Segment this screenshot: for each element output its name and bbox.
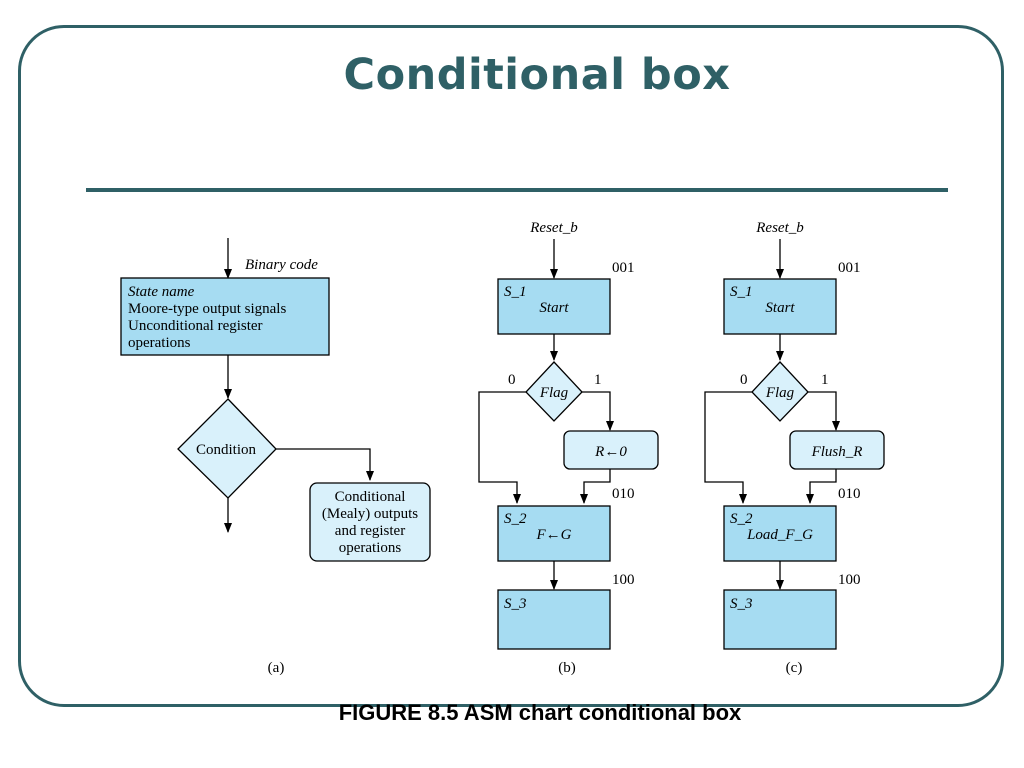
panel-a-label: (a) [268, 660, 285, 676]
state-box-s2 [497, 505, 611, 562]
cond-to-s2-arrow [806, 469, 837, 504]
cond-b-text: R←0 [594, 444, 627, 460]
slide-frame [18, 25, 1004, 707]
branch-1-label: 1 [821, 372, 829, 388]
branch-0-path [704, 391, 752, 504]
asm-chart-svg: Binary code State name Moore-type output… [120, 220, 885, 676]
branch-1-label: 1 [594, 372, 602, 388]
panel-b-label: (b) [558, 660, 576, 676]
condition-text: Condition [196, 442, 257, 458]
s2-output: Load_F_G [746, 527, 813, 543]
panel-c: Reset_b 001 S_1 Start Flag 0 1 Flush_R 0… [704, 220, 885, 676]
cond-to-s2-arrow [580, 469, 611, 504]
panel-a: Binary code State name Moore-type output… [120, 238, 431, 676]
cond-line-2: (Mealy) outputs [322, 506, 418, 522]
cond-line-3: and register [335, 523, 405, 539]
s2-code: 010 [838, 486, 861, 502]
s2-name: S_2 [730, 511, 753, 527]
flag-text: Flag [765, 385, 795, 401]
cond-line-1: Conditional [335, 489, 406, 505]
s1-output: Start [765, 300, 795, 316]
cond-line-4: operations [339, 540, 402, 556]
s1-code: 001 [612, 260, 635, 276]
slide-title: Conditional box [343, 50, 731, 100]
branch-0-label: 0 [740, 372, 748, 388]
branch-0-label: 0 [508, 372, 516, 388]
s1-name: S_1 [730, 284, 753, 300]
s2-name: S_2 [504, 511, 527, 527]
branch-1-path [808, 391, 840, 431]
reset-label: Reset_b [529, 220, 578, 236]
conditional-box [309, 482, 431, 562]
s1-code: 001 [838, 260, 861, 276]
branch-0-path [478, 391, 526, 504]
s2-output: F←G [536, 527, 572, 543]
conditional-box-b [563, 430, 659, 470]
state-register-text: Unconditional register [128, 318, 263, 334]
flag-decision-diamond [751, 361, 809, 422]
s3-code: 100 [838, 572, 861, 588]
state-box-s3 [497, 589, 611, 650]
title-divider [86, 188, 948, 192]
s2-code: 010 [612, 486, 635, 502]
asm-figure: Binary code State name Moore-type output… [116, 212, 954, 680]
panel-b: Reset_b 001 S_1 Start Flag 0 1 R←0 010 S… [478, 220, 659, 676]
s3-code: 100 [612, 572, 635, 588]
state-box-s2 [723, 505, 837, 562]
flag-text: Flag [539, 385, 569, 401]
state-box-s1 [497, 278, 611, 335]
condition-true-arrow [276, 448, 374, 481]
flag-decision-diamond [525, 361, 583, 422]
cond-c-text: Flush_R [811, 444, 863, 460]
binary-code-label: Binary code [245, 257, 318, 273]
state-box-s3 [723, 589, 837, 650]
s3-name: S_3 [504, 596, 527, 612]
branch-1-path [582, 391, 614, 431]
state-operations-text: operations [128, 335, 191, 351]
state-box [120, 277, 330, 356]
conditional-box-c [789, 430, 885, 470]
figure-caption: FIGURE 8.5 ASM chart conditional box [338, 700, 742, 725]
state-output-text: Moore-type output signals [128, 301, 286, 317]
s1-output: Start [539, 300, 569, 316]
state-box-s1 [723, 278, 837, 335]
state-name-text: State name [128, 284, 195, 300]
reset-label: Reset_b [755, 220, 804, 236]
panel-c-label: (c) [786, 660, 803, 676]
s3-name: S_3 [730, 596, 753, 612]
s1-name: S_1 [504, 284, 527, 300]
